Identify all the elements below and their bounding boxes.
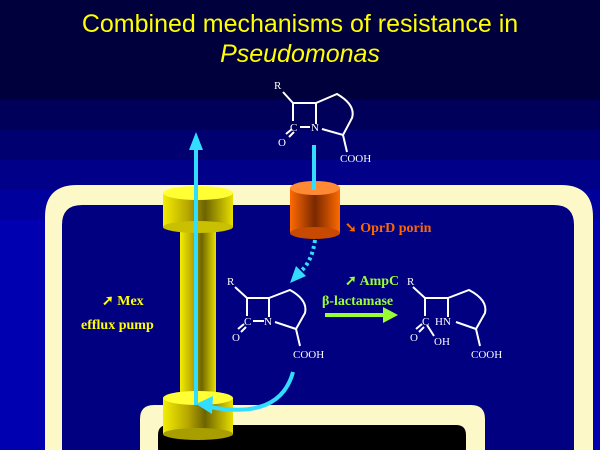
mol-c: C: [290, 122, 297, 134]
up-arrow-icon: ➚: [345, 274, 357, 289]
beta-lactam-middle: [234, 286, 307, 347]
mex-label-line2: efflux pump: [81, 318, 154, 333]
mol-r: R: [274, 80, 282, 92]
efflux-arrow: [189, 132, 203, 405]
ampc-label: ➚ AmpC: [345, 274, 399, 289]
mol-n: N: [311, 122, 319, 134]
mex-label: ➚ Mex: [102, 294, 144, 309]
title-line1: Combined mechanisms of resistance in: [82, 10, 518, 38]
mol-cooh: COOH: [293, 349, 324, 361]
mol-o: O: [410, 332, 418, 344]
mol-oh: OH: [434, 336, 450, 348]
dotted-entry-arrow: [298, 239, 317, 274]
mol-cooh: COOH: [471, 349, 502, 361]
hydrolyzed-product: [412, 286, 487, 347]
ampc-label-line2: β-lactamase: [322, 294, 393, 309]
mol-c: C: [422, 316, 429, 328]
mol-c: C: [244, 316, 251, 328]
dotted-arrow-head: [290, 266, 306, 283]
mol-hn: HN: [435, 316, 451, 328]
mol-n: N: [264, 316, 272, 328]
mol-cooh: COOH: [340, 153, 371, 165]
ampc-arrow: [325, 307, 398, 323]
down-arrow-icon: ➘: [345, 221, 357, 236]
mol-o: O: [232, 332, 240, 344]
porin-label: ➘ OprD porin: [345, 221, 432, 236]
beta-lactam-top: [282, 91, 354, 153]
up-arrow-icon: ➚: [102, 294, 114, 309]
title-line2: Pseudomonas: [220, 40, 380, 68]
mol-r: R: [407, 276, 415, 288]
capture-arrow-head: [196, 396, 213, 414]
mol-o: O: [278, 137, 286, 149]
mol-r: R: [227, 276, 235, 288]
oprd-porin: [290, 181, 340, 239]
efflux-capture-arrow: [209, 371, 295, 412]
